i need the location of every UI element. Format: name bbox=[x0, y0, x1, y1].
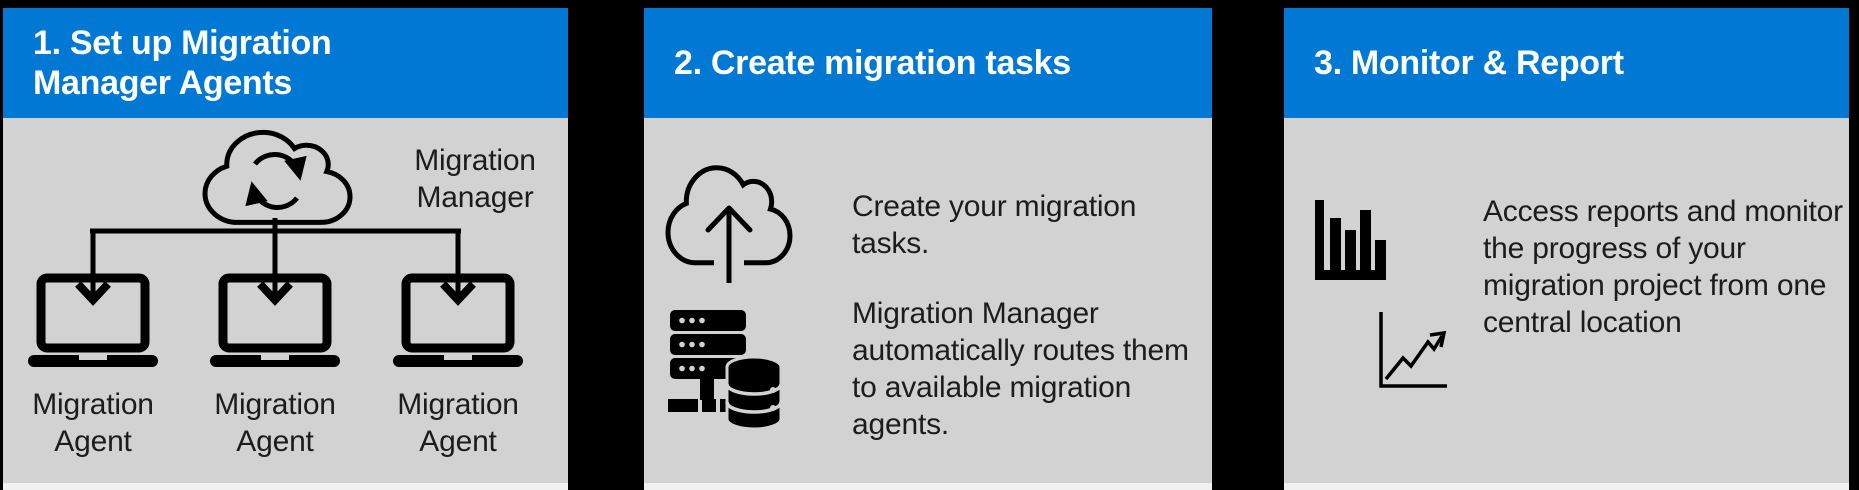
line-chart-icon bbox=[1379, 312, 1447, 388]
migration-manager-label: Migration Manager bbox=[414, 144, 536, 214]
panel-2-footer-strip bbox=[644, 483, 1212, 490]
panel-2-header: 2. Create migration tasks bbox=[644, 8, 1212, 118]
cloud-upload-icon bbox=[668, 168, 790, 283]
cloud-sync-icon bbox=[205, 132, 350, 222]
server-database-icon bbox=[668, 310, 783, 431]
laptop-download-icon bbox=[393, 273, 523, 367]
panel-1-body: Migration Manager Migration Agent Migrat… bbox=[3, 118, 568, 483]
monitor-report-graphics bbox=[1315, 200, 1447, 388]
create-tasks-text: Create your migration tasks. bbox=[852, 190, 1137, 260]
laptop-download-icon bbox=[210, 273, 340, 367]
panel-3-footer-strip bbox=[1284, 483, 1849, 490]
connector-lines bbox=[90, 218, 461, 294]
laptop-download-icon bbox=[28, 273, 158, 367]
bar-chart-icon bbox=[1315, 200, 1386, 280]
panel-3-body: Access reports and monitor the progress … bbox=[1284, 118, 1849, 483]
panel-1-title: 1. Set up Migration Manager Agents bbox=[33, 23, 332, 102]
panel-2-title: 2. Create migration tasks bbox=[674, 43, 1071, 82]
panel-2-body: Create your migration tasks. Migration M… bbox=[644, 118, 1212, 483]
create-tasks-graphics bbox=[644, 118, 1212, 431]
panel-setup-agents: 1. Set up Migration Manager Agents bbox=[3, 8, 568, 490]
agents-topology-graphic bbox=[28, 118, 523, 367]
panel-1-footer-strip bbox=[3, 483, 568, 490]
auto-route-text: Migration Manager automatically routes t… bbox=[852, 297, 1189, 441]
panel-monitor-report: 3. Monitor & Report bbox=[1284, 8, 1849, 490]
migration-agent-label: Migration Agent bbox=[397, 388, 519, 458]
migration-agent-label: Migration Agent bbox=[32, 388, 154, 458]
access-reports-text: Access reports and monitor the progress … bbox=[1483, 195, 1843, 339]
panel-create-tasks: 2. Create migration tasks bbox=[644, 8, 1212, 490]
panel-1-header: 1. Set up Migration Manager Agents bbox=[3, 8, 568, 118]
panel-3-header: 3. Monitor & Report bbox=[1284, 8, 1849, 118]
migration-agent-label: Migration Agent bbox=[214, 388, 336, 458]
panel-3-title: 3. Monitor & Report bbox=[1314, 43, 1624, 82]
